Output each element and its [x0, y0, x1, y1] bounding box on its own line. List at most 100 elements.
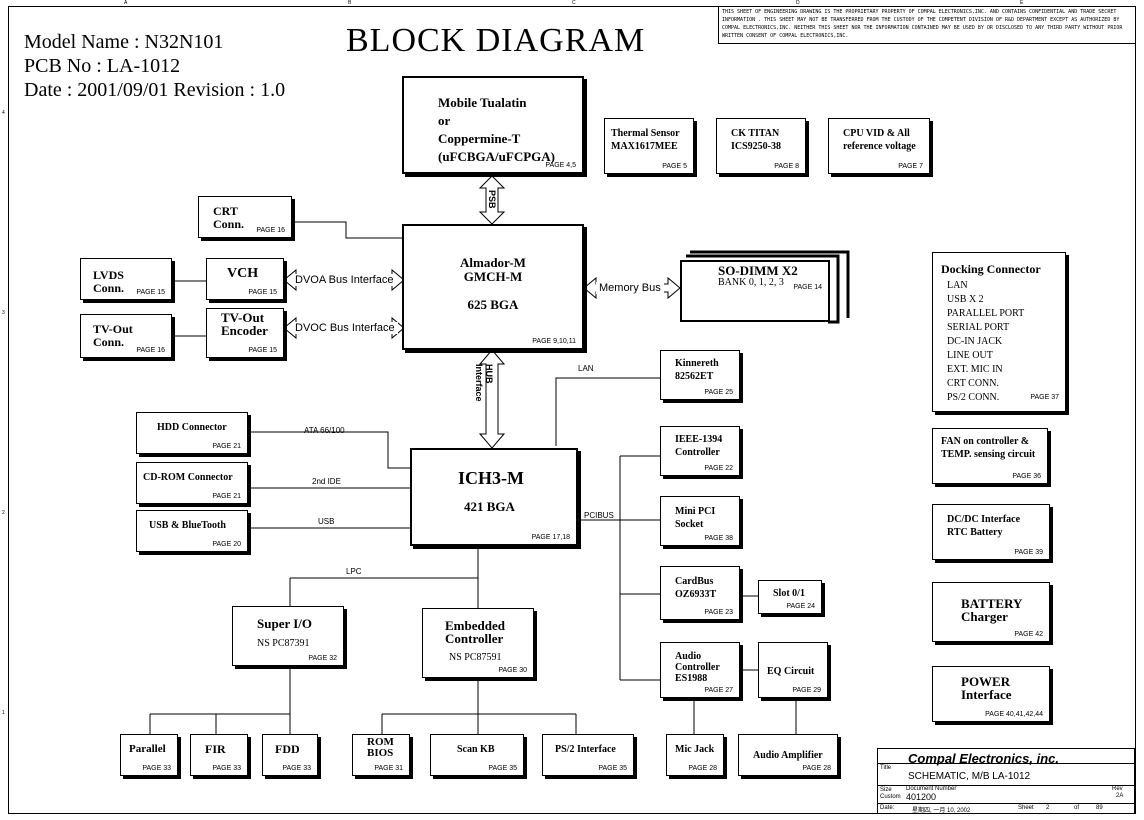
amp-page: PAGE 28 — [802, 765, 831, 772]
hub-interface-label: HUB Interface — [474, 364, 494, 402]
cpuvid-label: CPU VID & All reference voltage — [843, 128, 916, 152]
ck-label: CK TITAN ICS9250-38 — [731, 128, 782, 152]
ec-part: NS PC87591 — [449, 652, 502, 663]
confidentiality-notice: THIS SHEET OF ENGINEERING DRAWING IS THE… — [718, 6, 1136, 44]
page-title: BLOCK DIAGRAM — [346, 22, 646, 59]
vch-block: VCH PAGE 15 — [206, 258, 284, 300]
lvds-label: LVDS Conn. — [93, 268, 125, 295]
tvconn-label: TV-Out Conn. — [93, 322, 133, 349]
kinnereth-block: Kinnereth 82562ET PAGE 25 — [660, 350, 740, 400]
cpuvid-page: PAGE 7 — [898, 163, 923, 170]
usb-bluetooth-block: USB & BlueTooth PAGE 20 — [136, 510, 248, 552]
vch-label: VCH — [227, 266, 259, 281]
fdd-page: PAGE 33 — [282, 765, 311, 772]
company-name: Compal Electronics, inc. — [908, 751, 1059, 766]
docking-connector-block: Docking Connector LAN USB X 2 PARALLEL P… — [932, 252, 1066, 412]
col-label-e: E — [1020, 0, 1024, 6]
dvoc-bus-label: DVOC Bus Interface — [292, 322, 398, 334]
cdrom-label: CD-ROM Connector — [143, 472, 233, 483]
power-label: POWER Interface — [961, 674, 1012, 702]
scankb-label: Scan KB — [457, 744, 495, 755]
dvoa-bus-label: DVOA Bus Interface — [292, 274, 397, 286]
battery-charger-block: BATTERY Charger PAGE 42 — [932, 582, 1050, 642]
hdd-label: HDD Connector — [157, 422, 227, 433]
sodimm-block: SO-DIMM X2 BANK 0, 1, 2, 3 PAGE 14 — [680, 260, 830, 322]
super-io-block: Super I/O NS PC87391 PAGE 32 — [232, 606, 344, 666]
cardbus-page: PAGE 23 — [704, 609, 733, 616]
usb-page: PAGE 20 — [212, 541, 241, 548]
parallel-block: Parallel PAGE 33 — [120, 734, 178, 776]
docking-page: PAGE 37 — [1030, 394, 1059, 401]
superio-part: NS PC87391 — [257, 638, 310, 649]
ps2-page: PAGE 35 — [598, 765, 627, 772]
cdrom-connector-block: CD-ROM Connector PAGE 21 — [136, 462, 248, 504]
audio-amplifier-block: Audio Amplifier PAGE 28 — [738, 734, 838, 776]
dcdc-block: DC/DC Interface RTC Battery PAGE 39 — [932, 504, 1050, 560]
audio-page: PAGE 27 — [704, 687, 733, 694]
lan-label: LAN — [578, 364, 594, 373]
slot-label: Slot 0/1 — [773, 588, 805, 599]
lvds-conn-block: LVDS Conn. PAGE 15 — [80, 258, 172, 300]
sodimm-label: SO-DIMM X2 — [718, 263, 798, 278]
minipci-label: Mini PCI Socket — [675, 506, 716, 530]
rev-label: Rev — [1112, 786, 1123, 792]
title-field-label: Title — [880, 765, 892, 771]
memory-bus-label: Memory Bus — [596, 282, 664, 294]
tvconn-page: PAGE 16 — [136, 347, 165, 354]
rom-label: ROM BIOS — [367, 736, 394, 759]
model-name: Model Name : N32N101 — [24, 31, 224, 53]
rev-value: 2A — [1116, 793, 1124, 799]
crt-conn-block: CRT Conn. PAGE 16 — [198, 196, 292, 238]
ich-label: ICH3-M — [458, 468, 524, 488]
cardbus-label: CardBus OZ6933T — [675, 576, 717, 600]
minipci-page: PAGE 38 — [704, 535, 733, 542]
doc-number: 401200 — [906, 792, 937, 802]
cpu-page: PAGE 4,5 — [545, 162, 576, 169]
pcb-number: PCB No : LA-1012 — [24, 55, 181, 77]
sodimm-page: PAGE 14 — [793, 284, 822, 291]
ps2-interface-block: PS/2 Interface PAGE 35 — [542, 734, 634, 776]
eq-page: PAGE 29 — [792, 687, 821, 694]
eq-label: EQ Circuit — [767, 666, 815, 677]
sodimm-bank: BANK 0, 1, 2, 3 — [718, 277, 784, 288]
cpu-vid-block: CPU VID & All reference voltage PAGE 7 — [828, 118, 930, 174]
battery-label: BATTERY Charger — [961, 596, 1023, 624]
cpu-label: Mobile Tualatin or Coppermine-T (uFCBGA/… — [438, 95, 555, 164]
fdd-block: FDD PAGE 33 — [262, 734, 318, 776]
ec-page: PAGE 30 — [498, 667, 527, 674]
slot-block: Slot 0/1 PAGE 24 — [758, 580, 822, 614]
sheet-label: Sheet — [1018, 805, 1034, 811]
dcdc-page: PAGE 39 — [1014, 549, 1043, 556]
drawing-frame — [8, 6, 1136, 814]
ieee-page: PAGE 22 — [704, 465, 733, 472]
row-label-1: 1 — [2, 710, 5, 716]
embedded-controller-block: Embedded Controller NS PC87591 PAGE 30 — [422, 608, 534, 678]
schematic-title: SCHEMATIC, M/B LA-1012 — [908, 771, 1031, 782]
thermal-sensor-block: Thermal Sensor MAX1617MEE PAGE 5 — [604, 118, 694, 174]
col-label-b: B — [348, 0, 352, 6]
size-value: Custom — [880, 794, 901, 800]
ck-titan-block: CK TITAN ICS9250-38 PAGE 8 — [716, 118, 806, 174]
col-label-d: D — [796, 0, 800, 6]
fan-label: FAN on controller & TEMP. sensing circui… — [941, 436, 1036, 460]
thermal-label: Thermal Sensor MAX1617MEE — [611, 128, 680, 152]
audio-label: Audio Controller ES1988 — [675, 651, 720, 684]
ich-page: PAGE 17,18 — [531, 534, 570, 541]
ide2-label: 2nd IDE — [312, 477, 341, 486]
tvenc-page: PAGE 15 — [248, 347, 277, 354]
hdd-connector-block: HDD Connector PAGE 21 — [136, 412, 248, 454]
ich3m-block: ICH3-M 421 BGA PAGE 17,18 — [410, 448, 578, 546]
lpc-label: LPC — [346, 567, 362, 576]
superio-page: PAGE 32 — [308, 655, 337, 662]
of-value: 89 — [1096, 805, 1103, 811]
battery-page: PAGE 42 — [1014, 631, 1043, 638]
date-revision: Date : 2001/09/01 Revision : 1.0 — [24, 79, 286, 101]
superio-label: Super I/O — [257, 616, 313, 631]
cdrom-page: PAGE 21 — [212, 493, 241, 500]
date-label: Date: — [880, 805, 895, 811]
tvout-conn-block: TV-Out Conn. PAGE 16 — [80, 314, 172, 358]
parallel-label: Parallel — [129, 743, 166, 755]
title-block: Compal Electronics, inc. Title SCHEMATIC… — [877, 748, 1135, 814]
ps2-label: PS/2 Interface — [555, 744, 616, 755]
vch-page: PAGE 15 — [248, 289, 277, 296]
